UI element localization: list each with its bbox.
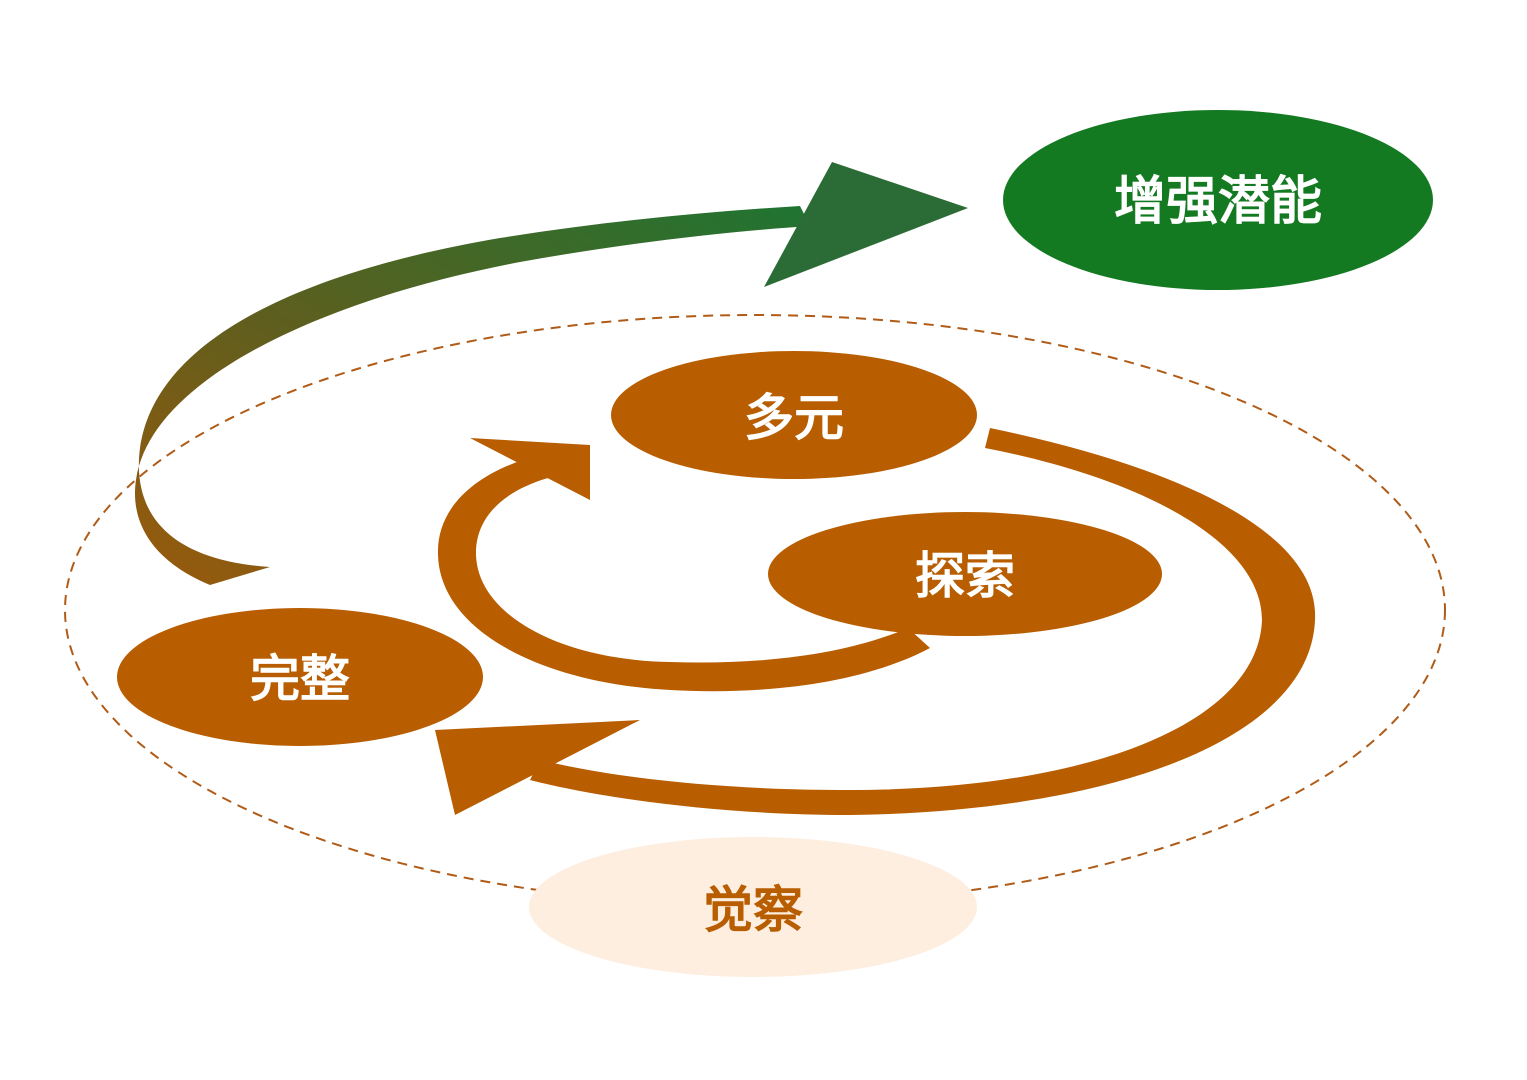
- node-explore-label: 探索: [915, 547, 1015, 605]
- node-potential-label: 增强潜能: [1114, 172, 1322, 232]
- node-potential: 增强潜能: [1003, 110, 1433, 290]
- node-diverse-label: 多元: [744, 389, 844, 447]
- node-complete-shape: [117, 608, 483, 746]
- node-explore: 探索: [768, 512, 1162, 636]
- node-awareness: 觉察: [529, 837, 977, 977]
- node-awareness-shape: [529, 837, 977, 977]
- node-diverse: 多元: [611, 351, 977, 479]
- potential-arrowhead: [764, 162, 968, 287]
- node-complete-label: 完整: [250, 650, 350, 708]
- node-complete: 完整: [117, 608, 483, 746]
- inner-cycle-arrow-body: [437, 455, 930, 692]
- outer-cycle-arrow-body: [530, 428, 1316, 815]
- node-awareness-label: 觉察: [703, 881, 803, 939]
- potential-arrow-body: [134, 206, 810, 585]
- node-potential-shape: [1003, 110, 1433, 290]
- inner-cycle-arrowhead: [470, 438, 590, 500]
- node-diverse-shape: [611, 351, 977, 479]
- outer-cycle-arrowhead: [435, 720, 640, 815]
- node-explore-shape: [768, 512, 1162, 636]
